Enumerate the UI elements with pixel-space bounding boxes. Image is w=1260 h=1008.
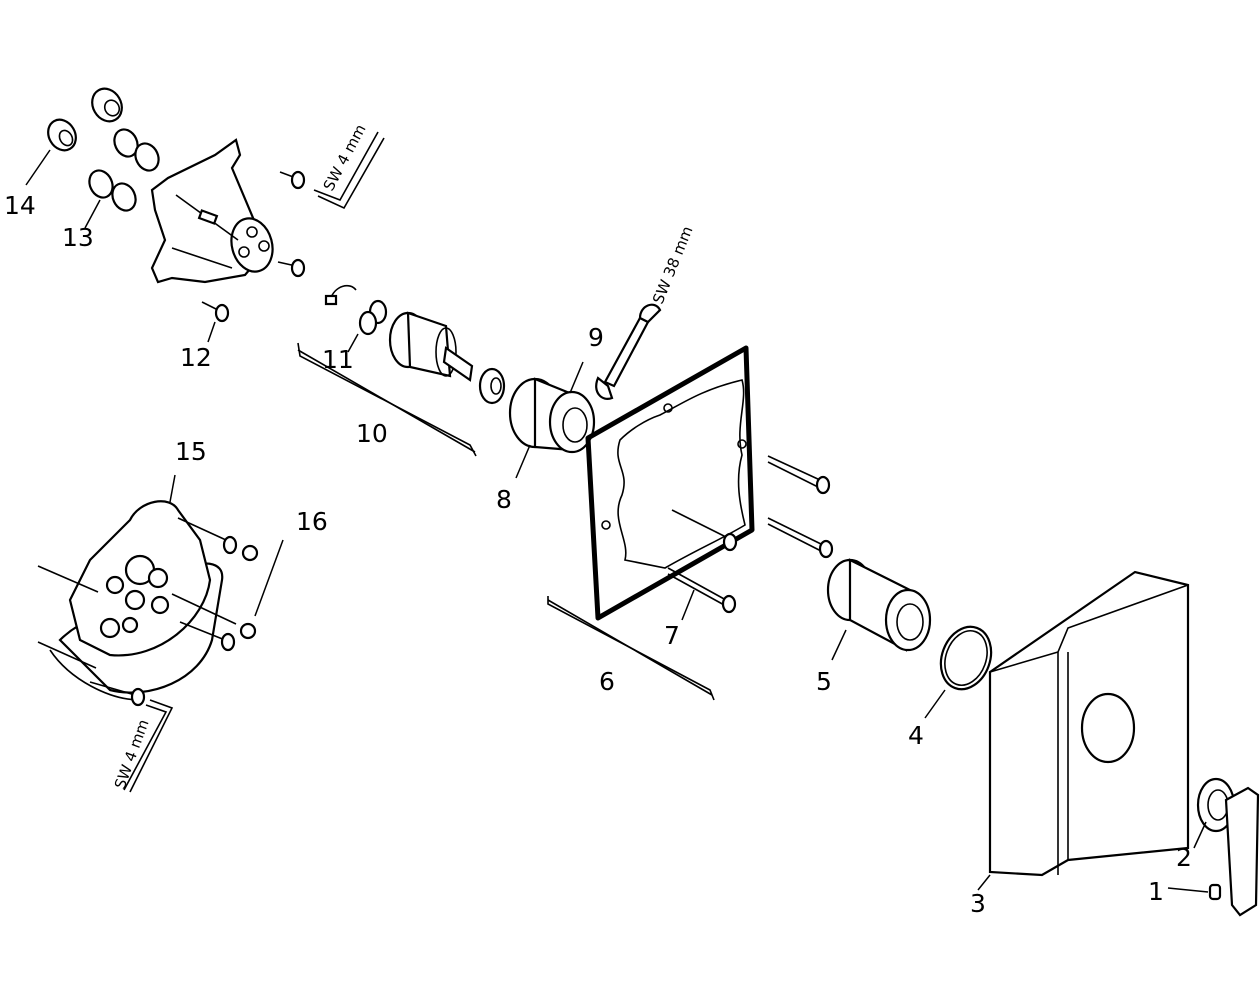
part-label-3: 3: [970, 889, 986, 918]
part-10-cartridge: [297, 311, 477, 457]
part-4-seal-ring: [924, 625, 993, 719]
part-label-13: 13: [62, 223, 94, 252]
part-label-8: 8: [496, 485, 512, 514]
part-8-9-sleeve: [508, 361, 596, 479]
part-label-15: 15: [175, 437, 207, 466]
part-3-cover-plate: [977, 570, 1190, 891]
part-6-mounting-frame: [547, 345, 755, 701]
part-label-12: 12: [180, 343, 212, 372]
part-label-10: 10: [356, 419, 388, 448]
part-14-adapters: [25, 87, 123, 186]
part-label-4: 4: [908, 721, 924, 750]
hex-key-size-label-top: SW 4 mm: [320, 121, 370, 194]
nut: [478, 367, 506, 405]
valve-body-top: [150, 138, 274, 284]
part-label-14: 14: [4, 191, 36, 220]
part-label-9: 9: [588, 323, 604, 352]
screws-bottom: [37, 517, 284, 707]
part-13-seals: [84, 128, 160, 229]
part-1-2-handle: [1167, 777, 1260, 917]
part-11-clip-seals: [324, 284, 388, 353]
hex-key-size-label-bottom: SW 4 mm: [111, 717, 153, 791]
open-end-wrench-icon: SW 38 mm: [595, 224, 697, 400]
wrench-size-label: SW 38 mm: [649, 224, 696, 307]
part-label-5: 5: [816, 667, 832, 696]
part-label-7: 7: [664, 621, 680, 650]
hex-key-icon: SW 4 mm: [313, 121, 385, 210]
part-label-2: 2: [1176, 843, 1192, 872]
part-label-6: 6: [599, 667, 615, 696]
part-label-1: 1: [1148, 877, 1164, 906]
part-7-screws: [667, 455, 834, 621]
part-5-extension-sleeve: [826, 558, 932, 661]
part-number-labels: 14 13 12 11 10 9 8 7 6 5 4 3 2 1 15 16: [4, 191, 1192, 918]
part-label-11: 11: [322, 345, 354, 374]
part-label-16: 16: [296, 507, 328, 536]
hex-key-icon: SW 4 mm: [111, 699, 174, 793]
screws-top: [201, 170, 306, 343]
part-15-16-rough-in-body: [49, 474, 224, 701]
